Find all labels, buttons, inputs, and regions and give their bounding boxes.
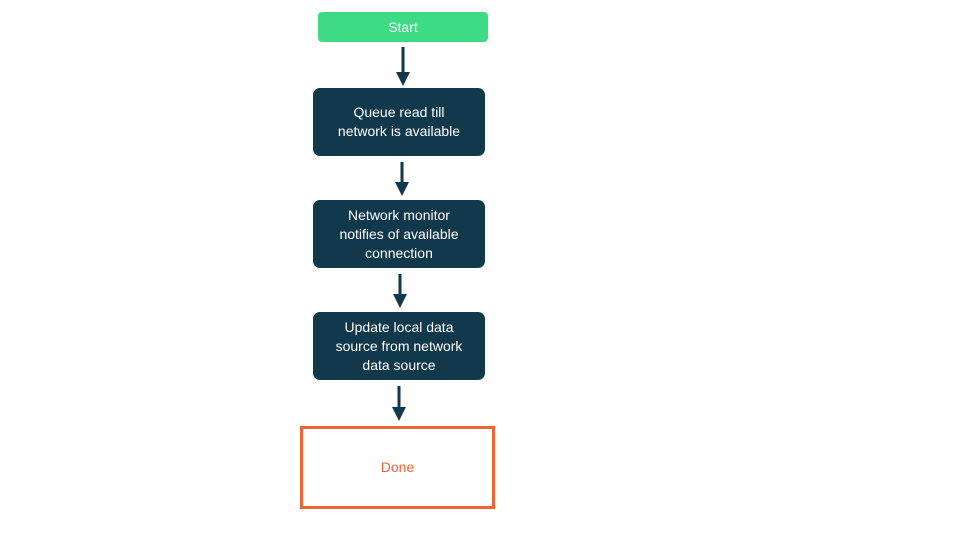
flow-node-queue-read: Queue read till network is available	[313, 88, 485, 156]
flow-node-done: Done	[300, 426, 495, 509]
flow-node-update-local-label: Update local data source from network da…	[335, 318, 463, 373]
down-arrow-icon	[396, 47, 410, 86]
flow-node-queue-read-label: Queue read till network is available	[337, 104, 461, 139]
flow-node-done-label: Done	[380, 459, 415, 475]
flow-node-network-monitor: Network monitor notifies of available co…	[313, 200, 485, 268]
flow-node-network-monitor-label: Network monitor notifies of available co…	[339, 206, 459, 261]
flow-node-start: Start	[318, 12, 488, 42]
down-arrow-icon	[395, 162, 409, 196]
down-arrow-icon	[393, 274, 407, 308]
flow-node-start-label: Start	[388, 18, 418, 35]
down-arrow-icon	[392, 386, 406, 421]
flow-node-update-local: Update local data source from network da…	[313, 312, 485, 380]
